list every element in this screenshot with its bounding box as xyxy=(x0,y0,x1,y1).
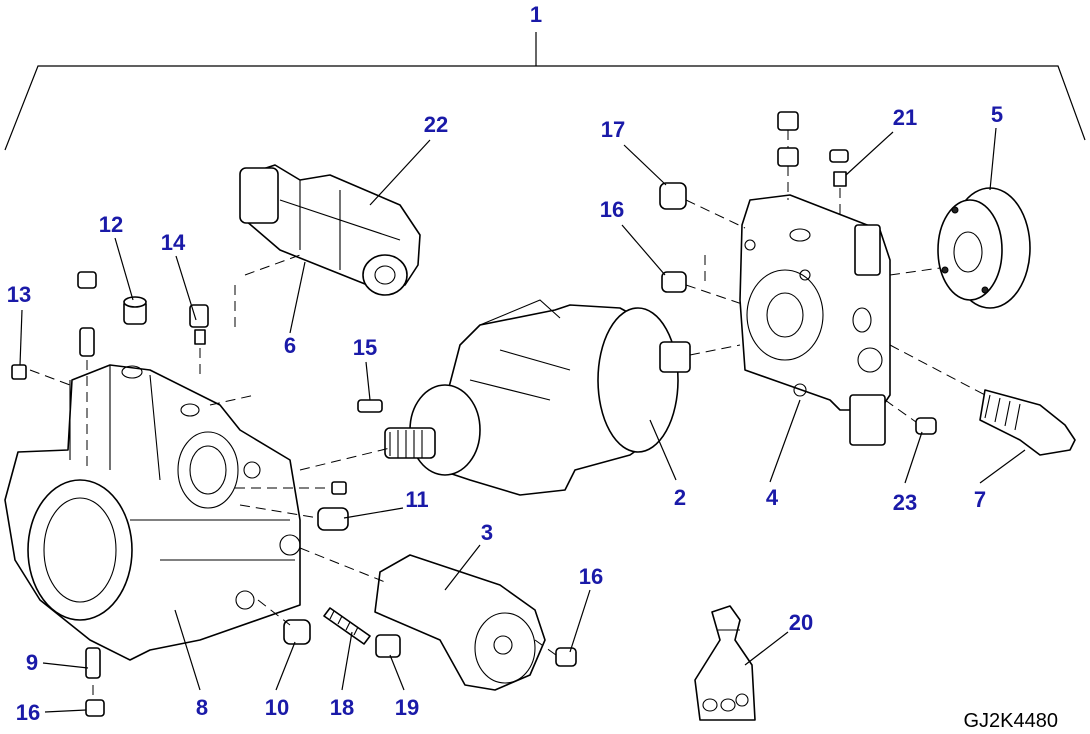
callout-17: 17 xyxy=(601,117,625,142)
callout-14: 14 xyxy=(161,230,186,255)
assembly-bracket xyxy=(4,65,1086,151)
callout-18: 18 xyxy=(330,695,354,720)
plug-part-12-top xyxy=(77,271,97,289)
parts-bag-part-20 xyxy=(694,605,756,721)
solenoid-valve-part-22 xyxy=(239,164,421,296)
callout-6: 6 xyxy=(284,333,296,358)
pin-part-15 xyxy=(357,399,383,413)
plug-part-23 xyxy=(915,417,937,435)
plugs-top-of-block xyxy=(777,111,799,167)
callout-16-upper: 16 xyxy=(600,197,624,222)
callout-16-bottom: 16 xyxy=(16,700,40,725)
plug-part-16-bottom xyxy=(85,699,105,717)
plug-part-12 xyxy=(123,296,147,325)
plug-part-16-right xyxy=(555,647,577,667)
plug-part-16-upper xyxy=(661,271,687,293)
plug-part-21 xyxy=(829,149,849,187)
plug-part-11 xyxy=(317,481,349,531)
callout-20: 20 xyxy=(789,610,813,635)
rotary-group-part-2 xyxy=(384,299,691,496)
callout-1: 1 xyxy=(530,2,542,27)
pump-housing-part-8 xyxy=(4,364,301,661)
callout-21: 21 xyxy=(893,105,917,130)
callout-22: 22 xyxy=(424,112,448,137)
callout-13: 13 xyxy=(7,282,31,307)
callout-8: 8 xyxy=(196,695,208,720)
callout-numbers: 1 2 3 4 5 6 7 8 9 10 11 12 13 14 15 16 1… xyxy=(7,2,1003,725)
callout-11: 11 xyxy=(405,487,428,512)
valve-block-part-4 xyxy=(739,194,891,446)
pin-part-9 xyxy=(85,647,101,679)
callout-10: 10 xyxy=(265,695,289,720)
figure-code: GJ2K4480 xyxy=(963,710,1058,732)
assembly-lines xyxy=(29,130,986,700)
plug-part-14 xyxy=(189,304,209,345)
callout-7: 7 xyxy=(974,487,986,512)
pin-part-upper xyxy=(79,327,95,357)
callout-15: 15 xyxy=(353,335,377,360)
set-screw-part-13 xyxy=(11,364,27,380)
nut-part-19 xyxy=(375,634,401,658)
servo-piston-part-3 xyxy=(374,554,546,691)
callout-5: 5 xyxy=(991,102,1003,127)
spring-part-18 xyxy=(323,607,371,645)
callout-19: 19 xyxy=(395,695,419,720)
callout-9: 9 xyxy=(26,650,38,675)
callout-4: 4 xyxy=(766,485,779,510)
cartridge-valve-part-7 xyxy=(979,389,1076,456)
plug-part-17 xyxy=(659,182,687,210)
callout-2: 2 xyxy=(674,485,686,510)
callout-3: 3 xyxy=(481,520,493,545)
callout-23: 23 xyxy=(893,490,917,515)
callout-leaders xyxy=(19,127,1026,713)
callout-12: 12 xyxy=(99,212,123,237)
end-cover-part-5 xyxy=(937,187,1031,309)
callout-16-right: 16 xyxy=(579,564,603,589)
plug-part-10 xyxy=(283,619,311,645)
